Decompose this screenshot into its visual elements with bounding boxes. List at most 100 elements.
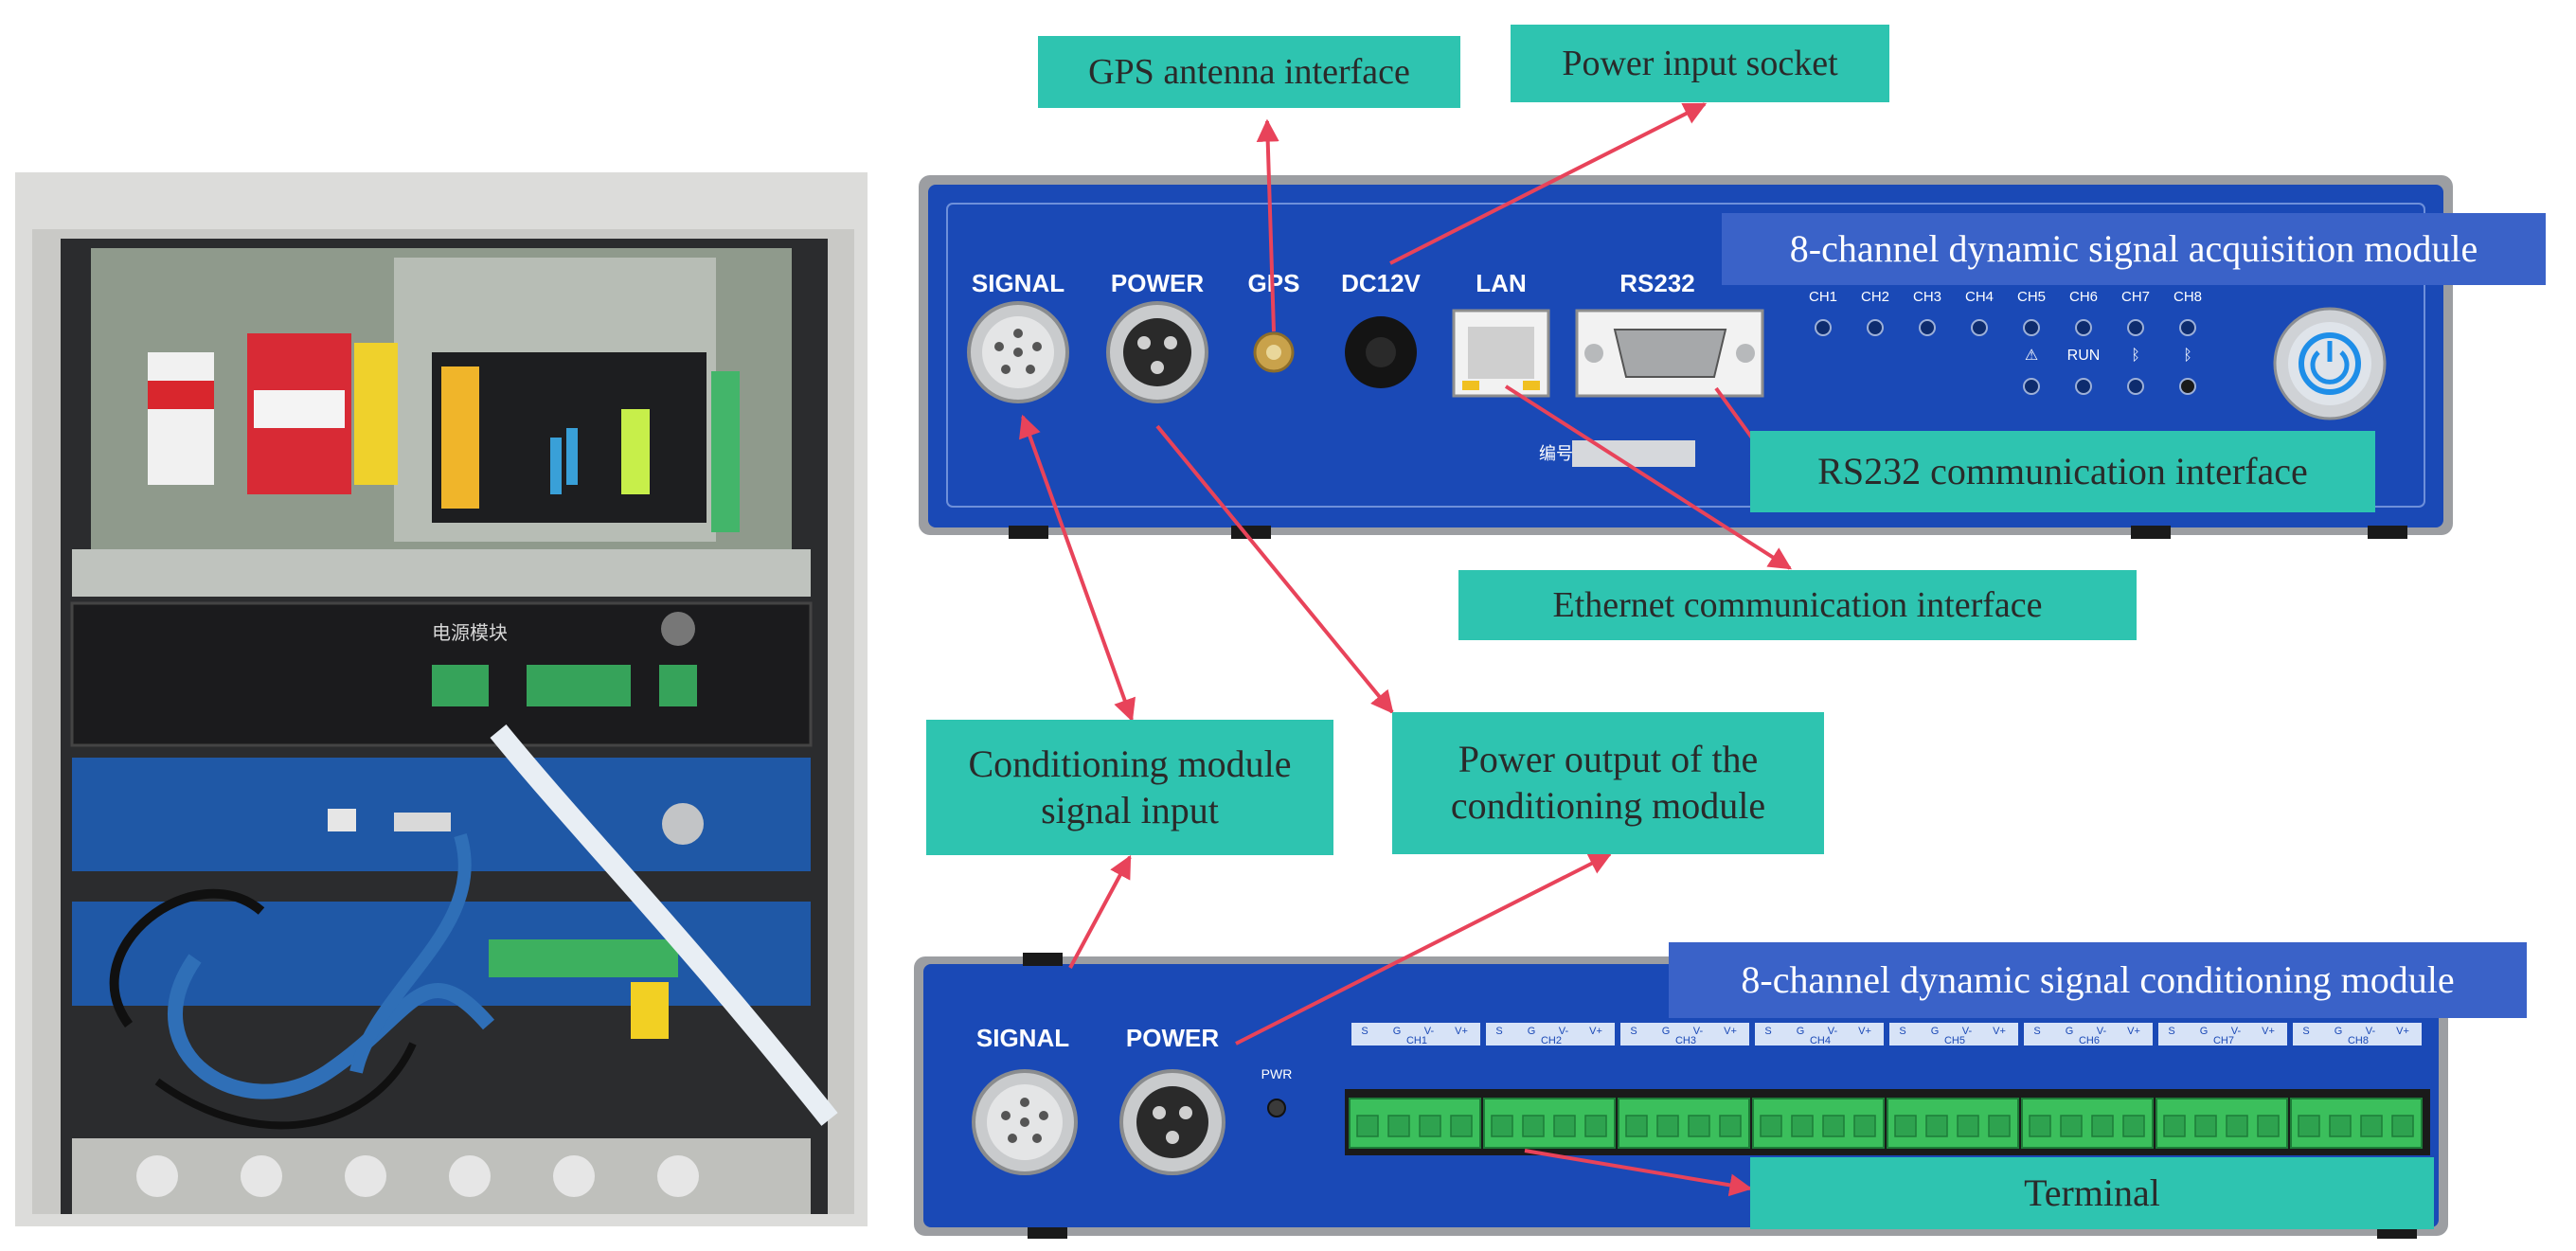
cond-channel-box-4 [1755,1023,1884,1045]
acq-gps-connector[interactable] [1253,331,1295,373]
white-cable [490,724,838,1126]
cond-pin-label: S [1764,1026,1771,1037]
terminal-screw[interactable] [2298,1115,2320,1137]
terminal-screw[interactable] [1584,1115,1607,1137]
terminal-screw[interactable] [2091,1115,2114,1137]
terminal-screw[interactable] [2391,1115,2414,1137]
acq-label-dc12v: DC12V [1341,269,1421,297]
cond-foot-4 [2377,1227,2417,1239]
acq-lan-port[interactable] [1452,309,1550,398]
surge-protector-window [254,390,345,428]
cond-pin-label: V+ [1724,1026,1737,1037]
terminal-screw[interactable] [1656,1115,1679,1137]
arrow-terminal [1524,1149,1753,1197]
acq-foot-3 [2131,526,2171,539]
cond-signal-connector[interactable] [972,1069,1078,1175]
acq-status-led-1 [2023,378,2040,395]
cond-channel-label-8: CH8 [2348,1035,2369,1046]
terminal-screw[interactable] [2329,1115,2352,1137]
terminal-screw[interactable] [1419,1115,1441,1137]
acq-label-lan: LAN [1476,269,1526,297]
cond-pin-label: V- [2366,1026,2376,1037]
acq-led-label-6: CH6 [2069,289,2098,305]
terminal-screw[interactable] [2360,1115,2383,1137]
terminal-screw[interactable] [2257,1115,2280,1137]
cond-channel-label-5: CH5 [1944,1035,1965,1046]
terminal-screw[interactable] [1522,1115,1545,1137]
terminal-screw[interactable] [1387,1115,1410,1137]
acq-rs232-port[interactable] [1575,309,1764,398]
terminal-screw[interactable] [1688,1115,1710,1137]
terminal-screw[interactable] [2060,1115,2083,1137]
terminal-screw[interactable] [2194,1115,2217,1137]
terminal-screw[interactable] [1791,1115,1814,1137]
terminal-screw[interactable] [2122,1115,2145,1137]
gland-2 [241,1155,282,1197]
blue-cable-2 [349,832,472,1074]
terminal-screw[interactable] [1450,1115,1473,1137]
acq-power-button[interactable] [2273,307,2387,420]
arrow-power-output-cond [1235,852,1613,1045]
cond-channel-label-4: CH4 [1810,1035,1831,1046]
cond-power-connector[interactable] [1119,1069,1225,1175]
cond-pin-label: G [2066,1026,2074,1037]
yellow-module [354,343,398,485]
cond-pwr-label: PWR [1261,1066,1293,1081]
terminal-screw[interactable] [2226,1115,2248,1137]
terminal-screw[interactable] [1822,1115,1845,1137]
acq-status-label-4: ᛒ [2183,348,2192,364]
cond-foot-3 [1028,1227,1067,1239]
cond-channel-box-3 [1620,1023,1749,1045]
breaker-1-red [148,381,214,409]
terminal-screw[interactable] [1491,1115,1513,1137]
acq-status-led-3 [2127,378,2144,395]
terminal-screw[interactable] [1957,1115,1979,1137]
black-cable-1 [109,888,265,1028]
cond-label-signal: SIGNAL [976,1024,1069,1052]
terminal-screw[interactable] [2029,1115,2051,1137]
acq-label-rs232: RS232 [1619,269,1695,297]
cond-pin-label: V+ [2127,1026,2140,1037]
photo-lan-port [328,809,356,831]
dtu-terminal [711,371,740,532]
acq-status-led-2 [2075,378,2092,395]
cond-pin-label: V+ [1455,1026,1468,1037]
terminal-screw[interactable] [1925,1115,1948,1137]
terminal-screw[interactable] [1853,1115,1876,1137]
terminal-screw[interactable] [1719,1115,1742,1137]
terminal-screw[interactable] [1894,1115,1917,1137]
cond-pin-label: V- [1962,1026,1973,1037]
arrow-cond-signal-acq [1019,414,1136,723]
acq-dc12v-socket[interactable] [1345,316,1417,388]
acq-led-8 [2179,319,2196,336]
acq-led-4 [1971,319,1988,336]
cond-pin-label: V- [2097,1026,2107,1037]
acq-led-label-8: CH8 [2174,289,2202,305]
terminal-screw[interactable] [1760,1115,1782,1137]
terminal-screw[interactable] [1988,1115,2011,1137]
terminal-screw[interactable] [1553,1115,1576,1137]
cond-pin-label: G [1931,1026,1940,1037]
cond-pin-label: V- [2231,1026,2242,1037]
acq-signal-connector[interactable] [967,301,1069,403]
cond-channel-box-2 [1486,1023,1615,1045]
acq-led-label-3: CH3 [1913,289,1941,305]
cond-label-power: POWER [1126,1024,1219,1052]
acq-power-connector[interactable] [1106,301,1208,403]
acq-foot-4 [2368,526,2407,539]
acq-serial-label: 编号 [1539,444,1573,463]
terminal-screw[interactable] [2163,1115,2186,1137]
dtu-logo-2 [566,428,578,485]
cond-pin-label: V+ [2396,1026,2409,1037]
terminal-screw[interactable] [1625,1115,1648,1137]
terminal-screw[interactable] [1356,1115,1379,1137]
cabinet-photo-drawing: 电源模块 [15,172,868,1226]
arrow-power-in [1389,102,1708,265]
photo-yellow-tag [631,982,669,1039]
cond-pin-label: S [2033,1026,2040,1037]
cabinet-photo: 电源模块 [15,172,868,1226]
breaker-1 [148,352,214,485]
callout-conditioning-module: 8-channel dynamic signal conditioning mo… [1669,942,2527,1018]
